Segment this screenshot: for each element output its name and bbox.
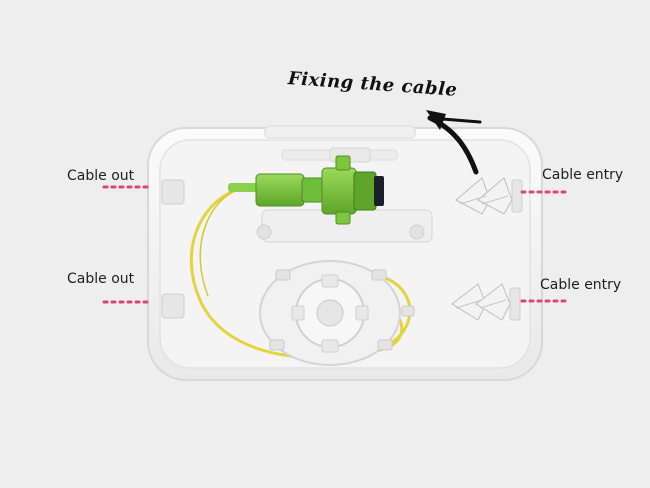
cable-out-port-top xyxy=(161,179,185,205)
fiber-spool xyxy=(259,260,415,366)
label-cable-entry-bottom: Cable entry xyxy=(540,277,622,293)
label-cable-out-top: Cable out xyxy=(67,168,135,184)
adapter-holder xyxy=(256,147,433,243)
sc-connector xyxy=(228,155,384,225)
label-cable-out-bottom: Cable out xyxy=(67,271,135,287)
label-cable-entry-top: Cable entry xyxy=(542,167,624,183)
curved-arrow-icon xyxy=(426,110,482,175)
cable-out-port-bottom xyxy=(161,293,185,319)
cable-entry-clamp-bottom xyxy=(451,283,521,321)
cable-entry-clamp-top xyxy=(455,177,523,215)
